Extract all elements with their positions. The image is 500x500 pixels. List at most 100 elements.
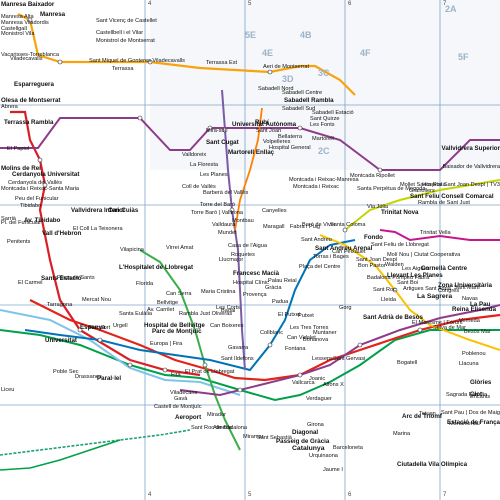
station-label: Sant Joan Despí xyxy=(356,257,398,263)
station-label: Viladecans xyxy=(170,390,198,396)
station-label: Passeig de Gràcia xyxy=(276,438,330,445)
station-label: Mira-sol xyxy=(206,128,226,134)
column-number-5-bottom: 5 xyxy=(248,492,252,498)
station-label: Rubí xyxy=(255,119,269,126)
station-label: Provença xyxy=(243,292,267,298)
station-label: Lleida xyxy=(381,297,396,303)
station-label: El Putxet xyxy=(278,312,301,318)
station-label: Sants Estació xyxy=(41,275,82,282)
grid-zone-2a: 2A xyxy=(445,4,457,14)
line-l1 xyxy=(29,299,500,382)
station-label: L'Hospitalet de Llobregat xyxy=(119,264,194,271)
station-label: Plaça del Centre xyxy=(299,264,341,270)
line-s1 xyxy=(234,107,263,231)
line-l3 xyxy=(139,249,241,451)
station-label: Vall d'Hebron xyxy=(42,230,82,237)
station-label: Bogatell xyxy=(397,360,418,366)
station-label: Can Boixeres xyxy=(210,323,244,329)
station-label: Verneda xyxy=(459,318,480,324)
station-label: Bon Pastor xyxy=(358,263,386,269)
station-label: Urquinaona xyxy=(309,453,338,459)
station-label: Trinitat Vella xyxy=(420,230,451,236)
station-label: Fira xyxy=(171,372,181,378)
station-label: Roquetes xyxy=(231,252,255,258)
station-label: Girona xyxy=(307,422,324,428)
station-label: Molí Nou | Ciutat Cooperativa xyxy=(387,252,461,258)
column-number-4-bottom: 4 xyxy=(148,492,152,498)
station-label: Sant Roc xyxy=(373,287,397,293)
station-label: Can Vidalet xyxy=(287,335,316,341)
station-label: Fontana xyxy=(285,346,306,352)
station-label: Maragall xyxy=(263,224,285,230)
station-label: Verdaguer xyxy=(306,396,332,402)
station-label: Santa Coloma xyxy=(330,222,366,228)
station-label: Palau Reial xyxy=(268,278,297,284)
station-label: Sant Feliu de Llobregat xyxy=(371,242,429,248)
line-r3 xyxy=(10,110,201,377)
station-label: Sant Gervasi xyxy=(333,356,366,362)
station-label: Maria Cristina xyxy=(201,289,236,295)
station-label: Marina xyxy=(393,431,411,437)
station-label: Tetuan xyxy=(419,411,436,417)
station-label: Collblanc xyxy=(260,330,284,336)
station-label: Parc de Montjuïc xyxy=(152,328,202,335)
station-label: Tibidabo xyxy=(20,203,42,209)
line-r2 xyxy=(0,329,500,402)
line-magenta xyxy=(379,229,500,242)
station-label: Sabadell Estació xyxy=(312,110,354,116)
station-label: Martorell Enllaç xyxy=(228,149,275,156)
station-label: Av. Tibidabo xyxy=(24,217,61,224)
station-label: Sant Andreu xyxy=(301,237,332,243)
station-label: Besòs Mar xyxy=(464,329,491,335)
station-label: Santa Perpètua de Mogoda xyxy=(357,186,426,192)
station-label: Terrassa Rambla xyxy=(4,119,54,126)
station-label: Universitat Autònoma xyxy=(232,121,297,128)
station-label: La Floresta xyxy=(190,162,218,168)
station-label: Fabra i Puig xyxy=(290,224,321,230)
station-label: Montcada Ripollet xyxy=(350,173,395,179)
station-label: Can Serra xyxy=(166,291,192,297)
column-number-7-bottom: 7 xyxy=(443,492,447,498)
station-label: El Papiol xyxy=(7,146,30,152)
station-label: Ciutadella Vila Olímpica xyxy=(397,461,468,468)
column-number-6: 6 xyxy=(348,1,352,7)
station-label: Alfons X xyxy=(323,382,344,388)
station-label: Sant Joan xyxy=(256,128,282,134)
line-r2-airport xyxy=(0,439,121,471)
station-label: Artigues Sant Adrià xyxy=(403,286,451,292)
station-label: Hospital de Bellvitge xyxy=(144,322,205,329)
station-label: Torras i Bages xyxy=(313,254,349,260)
station-label: Francesc Macià xyxy=(233,270,280,277)
station-label: La Pau xyxy=(470,301,491,308)
station-label: El Maresme | Fòrum xyxy=(412,320,463,326)
station-label: Catalunya xyxy=(292,445,325,452)
column-number-7: 7 xyxy=(443,1,447,7)
station-label: Putxet xyxy=(298,313,314,319)
station-label: Sabadell Nord xyxy=(258,86,294,92)
station-label: Fondo xyxy=(364,234,383,241)
station-label: Europa | Fira xyxy=(150,341,183,347)
station-label: Gavà xyxy=(174,396,188,402)
grid-zone-4f: 4F xyxy=(360,48,371,58)
station-label: Baixador de Vallvidrera xyxy=(442,164,500,170)
station-label: Monistrol de Montserrat xyxy=(96,38,155,44)
station-label: Montcada i Reixac-Manresa xyxy=(289,177,359,183)
station-label: Cerdanyola Universitat xyxy=(12,171,80,178)
station-label: Sant Ildefons xyxy=(221,356,254,362)
station-label: Hospital Clínic xyxy=(233,280,269,286)
station-label: Mercat Nou xyxy=(82,297,111,303)
station-label: Paral·lel xyxy=(97,375,122,382)
station-label: Torre Baró | Vallbona xyxy=(191,210,244,216)
station-label: Navas xyxy=(462,296,478,302)
station-label: Drassanes xyxy=(75,374,102,380)
station-label: Vilapicina xyxy=(120,247,144,253)
station-label: Torre del Baró xyxy=(200,202,236,208)
station-label: Tarragona xyxy=(47,302,73,308)
column-number-5: 5 xyxy=(248,1,252,7)
station-dots xyxy=(27,17,423,393)
line-r12 xyxy=(344,179,500,231)
station-label: Sant Sebastià xyxy=(257,435,292,441)
station-label: Sabadell Sud xyxy=(282,106,316,112)
